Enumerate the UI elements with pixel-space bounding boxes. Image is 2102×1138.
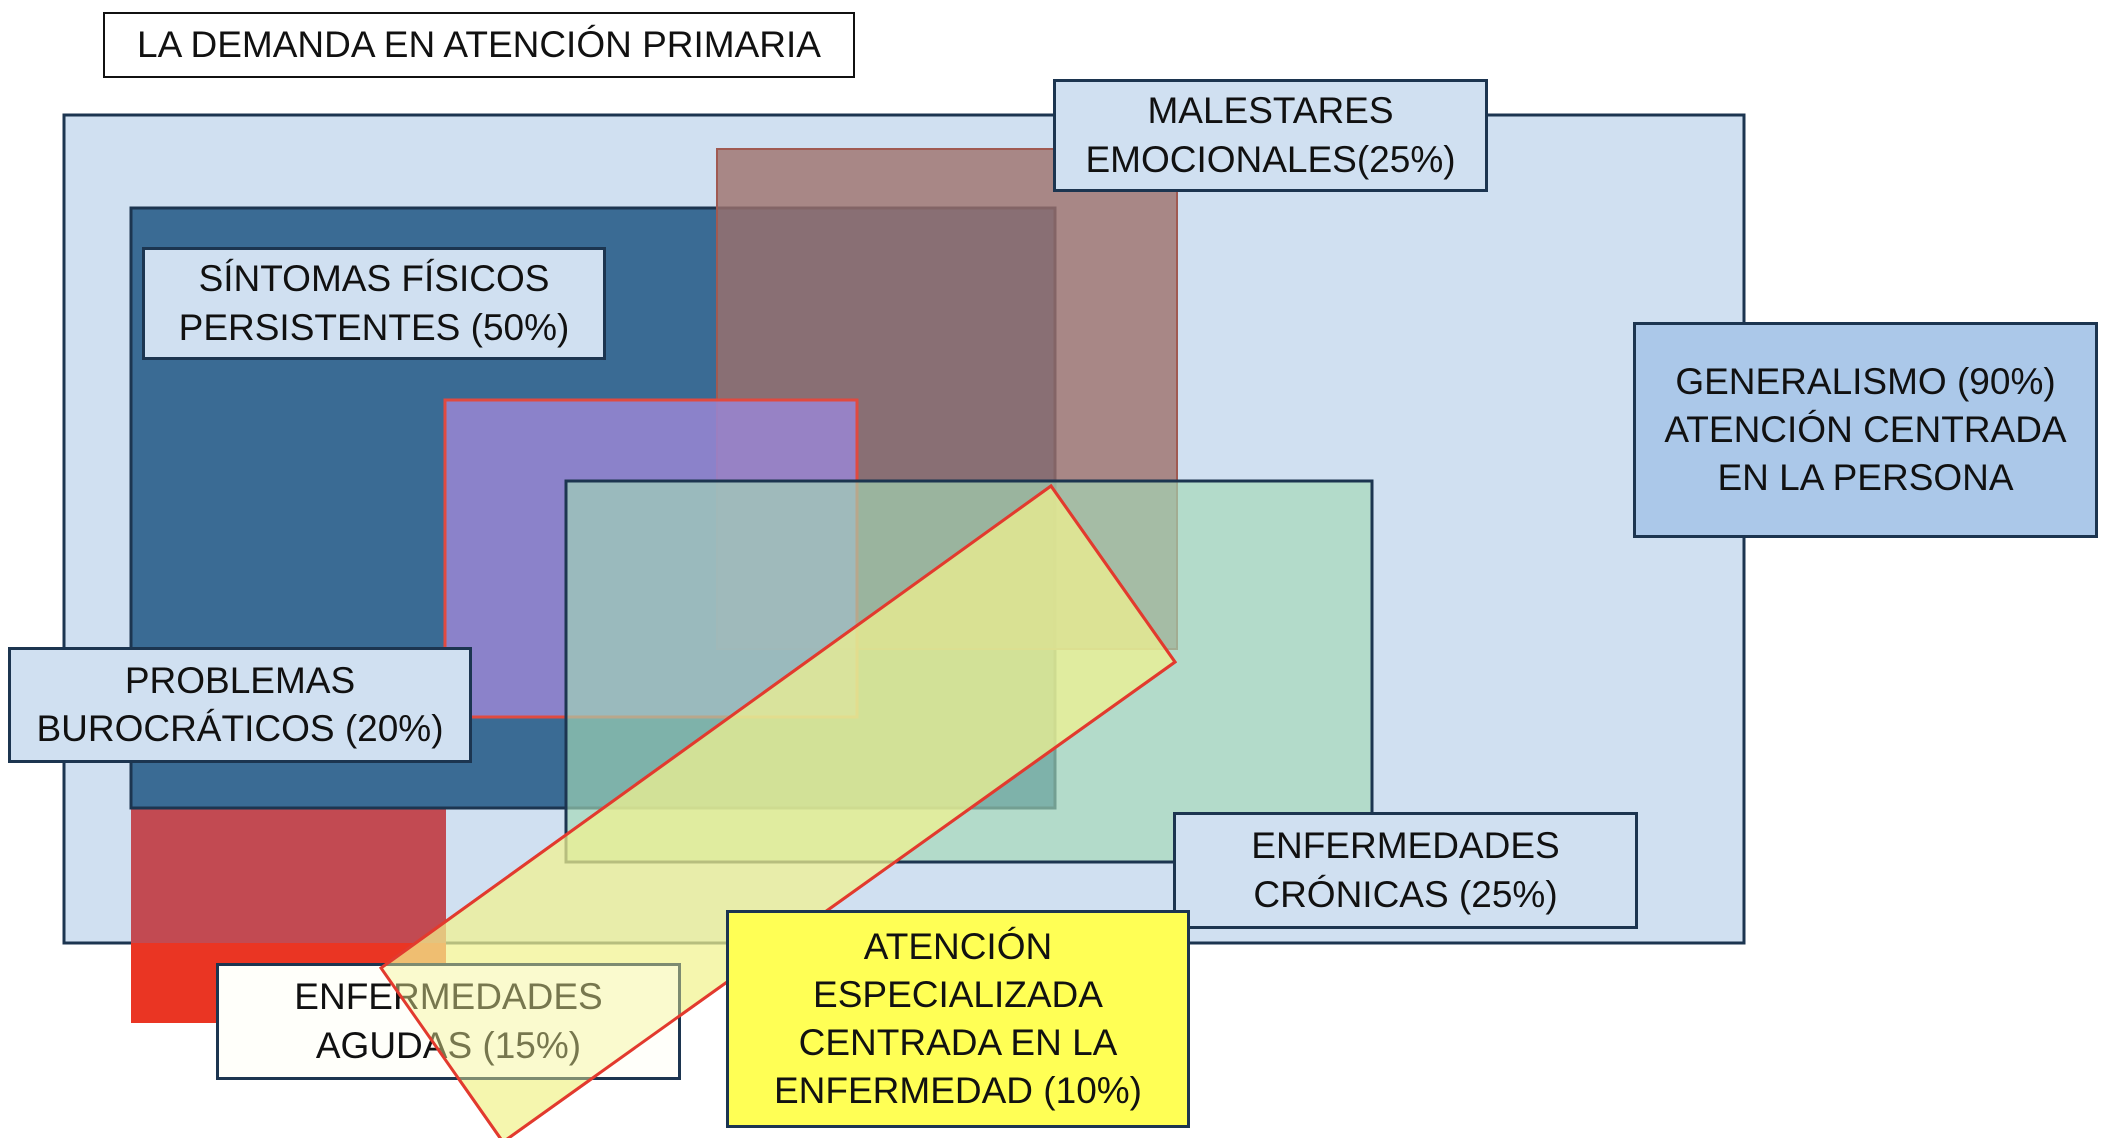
chronic-disease-line2: CRÓNICAS (25%): [1253, 873, 1558, 915]
generalism-label: GENERALISMO (90%) ATENCIÓN CENTRADA EN L…: [1633, 322, 2098, 538]
specialized-care-line4: ENFERMEDAD (10%): [774, 1070, 1142, 1112]
acute-disease-block: [131, 808, 446, 943]
specialized-care-label: ATENCIÓN ESPECIALIZADA CENTRADA EN LA EN…: [726, 910, 1190, 1128]
bureaucratic-label: PROBLEMAS BUROCRÁTICOS (20%): [8, 647, 472, 763]
specialized-care-line3: CENTRADA EN LA: [798, 1022, 1118, 1063]
chronic-disease-line1: ENFERMEDADES: [1251, 825, 1560, 867]
specialized-care-line2: ESPECIALIZADA: [813, 973, 1103, 1015]
diagram-title: LA DEMANDA EN ATENCIÓN PRIMARIA: [103, 12, 855, 78]
diagram-title-text: LA DEMANDA EN ATENCIÓN PRIMARIA: [137, 23, 821, 65]
generalism-line2: ATENCIÓN CENTRADA: [1664, 408, 2067, 450]
bureaucratic-line2: BUROCRÁTICOS (20%): [36, 708, 444, 749]
specialized-care-line1: ATENCIÓN: [863, 925, 1053, 967]
generalism-line1: GENERALISMO (90%): [1675, 360, 2056, 402]
emotional-distress-label: MALESTARES EMOCIONALES(25%): [1053, 79, 1488, 192]
emotional-distress-line2: EMOCIONALES(25%): [1085, 138, 1456, 180]
emotional-distress-line1: MALESTARES: [1147, 90, 1394, 132]
generalism-line3: EN LA PERSONA: [1717, 457, 2014, 499]
persistent-symptoms-line2: PERSISTENTES (50%): [178, 306, 570, 348]
chronic-disease-label: ENFERMEDADES CRÓNICAS (25%): [1173, 812, 1638, 929]
acute-disease-label: ENFERMEDADES AGUDAS (15%): [216, 963, 681, 1080]
bureaucratic-line1: PROBLEMAS: [124, 659, 356, 701]
acute-disease-line2: AGUDAS (15%): [315, 1024, 582, 1066]
acute-disease-line1: ENFERMEDADES: [294, 976, 603, 1018]
persistent-symptoms-label: SÍNTOMAS FÍSICOS PERSISTENTES (50%): [142, 247, 606, 360]
persistent-symptoms-line1: SÍNTOMAS FÍSICOS: [198, 258, 550, 300]
